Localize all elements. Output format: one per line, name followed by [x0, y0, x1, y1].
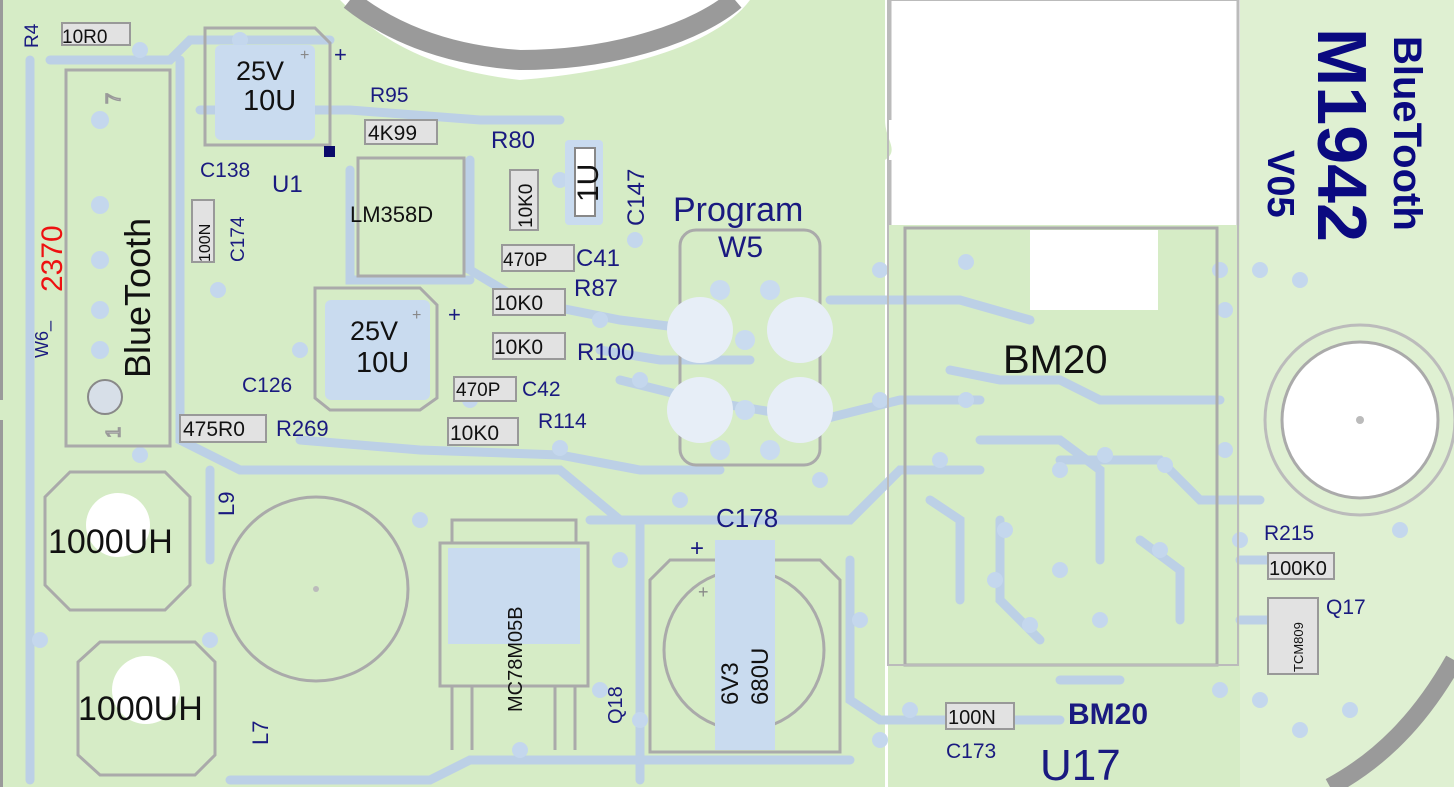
c138-label: C138 [200, 159, 250, 182]
bt-pin1-circle [87, 379, 123, 415]
c126-label: C126 [242, 374, 292, 397]
r87-label: R87 [574, 275, 618, 302]
c138-value-label: 10U [243, 85, 296, 117]
r95-value-label: 4K99 [368, 122, 417, 145]
r215-label: R215 [1264, 522, 1314, 545]
c41-value-label: 470P [503, 250, 547, 271]
c178-plus-label: + [690, 535, 704, 562]
c174-label: C174 [228, 216, 249, 262]
w5-label: W5 [718, 231, 763, 264]
bm20-module-label: BM20 [1003, 338, 1108, 382]
c41-label: C41 [576, 245, 620, 272]
c178-label: C178 [716, 503, 778, 533]
c147-value-label: 1U [572, 164, 605, 202]
regulator-part-label: MC78M05B [505, 606, 527, 712]
c173-label: C173 [946, 740, 996, 763]
c138-outline [203, 26, 332, 147]
net-prefix-label: W6_ [32, 320, 53, 358]
r4-value-label: 10R0 [62, 27, 107, 48]
r87-value-label: 10K0 [494, 292, 543, 315]
c173-value-label: 100N [948, 707, 996, 729]
vias [32, 32, 1428, 758]
bluetooth-connector-outline [64, 68, 172, 448]
r114-value-label: 10K0 [450, 422, 499, 445]
l9-value-label: 1000UH [48, 523, 173, 561]
l7-label: L7 [248, 721, 273, 745]
bm20-bottom-label: BM20 [1068, 698, 1148, 731]
l9-label: L9 [214, 492, 239, 516]
c126-value-label: 10U [356, 347, 409, 379]
c126-outline [313, 286, 439, 412]
u1-part-label: LM358D [350, 202, 433, 227]
c138-voltage-label: 25V [236, 56, 284, 86]
c178-outline [648, 558, 842, 754]
c126-plus-inner: + [412, 307, 421, 324]
r95-label: R95 [370, 84, 409, 107]
c42-label: C42 [522, 378, 561, 401]
r80-label: R80 [491, 127, 535, 154]
l7-outline [76, 640, 217, 777]
program-label: Program [673, 191, 803, 229]
bt-pin7-label: 7 [103, 93, 125, 104]
c138-plus-inner: + [300, 47, 309, 64]
c174-value-label: 100N [197, 224, 214, 262]
net-code-label: 2370 [36, 225, 69, 292]
version-label: V05 [1259, 150, 1301, 218]
l7-value-label: 1000UH [78, 690, 203, 728]
c178-value-label: 680U [747, 648, 774, 705]
q17-part-label: TCM809 [1291, 622, 1306, 672]
l9-outline [43, 470, 192, 612]
r215-value-label: 100K0 [1269, 558, 1327, 580]
u17-label: U17 [1040, 741, 1121, 787]
r269-label: R269 [276, 416, 329, 441]
u1-label: U1 [272, 171, 303, 198]
c178-voltage-label: 6V3 [717, 662, 744, 705]
c126-voltage-label: 25V [350, 316, 398, 346]
bluetooth-connector-label: BlueTooth [117, 218, 158, 378]
right-round-part [1263, 323, 1454, 517]
pin1-marker [324, 146, 335, 157]
component-pads [86, 45, 1364, 750]
q18-label: Q18 [605, 686, 627, 724]
q17-label: Q17 [1326, 596, 1366, 619]
c138-plus-label: + [334, 42, 347, 67]
r80-value-label: 10K0 [516, 184, 537, 228]
c178-plus-inner: + [698, 582, 709, 602]
c147-label: C147 [623, 169, 650, 226]
bt-pin1-label: 1 [103, 427, 125, 438]
r4-label: R4 [22, 23, 43, 48]
smd-bodies [61, 22, 1335, 730]
model-label: M1942 [1303, 28, 1381, 242]
c126-plus-label: + [448, 302, 461, 327]
u1-outline [356, 156, 466, 278]
r100-value-label: 10K0 [494, 336, 543, 359]
r114-label: R114 [538, 410, 587, 433]
l9-round-part [222, 495, 410, 683]
r100-label: R100 [577, 339, 634, 366]
r269-value-label: 475R0 [183, 418, 245, 441]
product-label: BlueTooth [1385, 36, 1429, 231]
c42-value-label: 470P [456, 380, 500, 401]
